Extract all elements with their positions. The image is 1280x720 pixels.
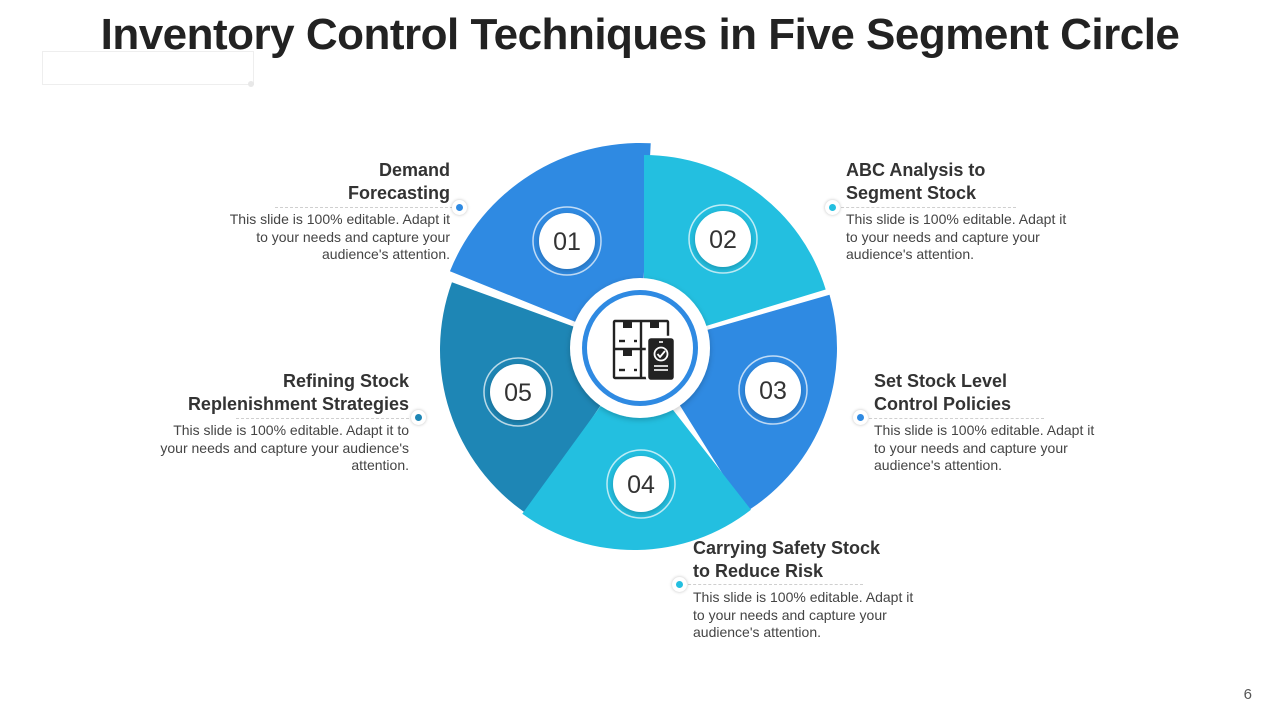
- segment-03-badge: 03: [738, 355, 808, 425]
- segment-05-marker: [411, 410, 426, 425]
- segment-04-text: Carrying Safety Stock to Reduce Risk Thi…: [693, 537, 923, 642]
- segment-01-description: This slide is 100% editable. Adapt it to…: [229, 211, 450, 262]
- segment-03-divider: [864, 418, 1044, 419]
- segment-02-heading: ABC Analysis to Segment Stock: [846, 160, 986, 203]
- segment-01-badge: 01: [532, 206, 602, 276]
- segment-02-number: 02: [709, 226, 737, 254]
- inventory-mobile-check-icon: [612, 319, 677, 383]
- segment-04-number: 04: [627, 471, 655, 499]
- segment-05-badge: 05: [483, 357, 553, 427]
- segment-01-heading: Demand Forecasting: [347, 160, 450, 203]
- segment-05-divider: [236, 418, 414, 419]
- segment-01-divider: [275, 207, 453, 208]
- segment-01-marker: [452, 200, 467, 215]
- empty-text-box: [42, 51, 254, 85]
- segment-04-badge: 04: [606, 449, 676, 519]
- segment-03-description: This slide is 100% editable. Adapt it to…: [874, 422, 1095, 473]
- segment-05-description: This slide is 100% editable. Adapt it to…: [160, 422, 409, 473]
- segment-03-number: 03: [759, 377, 787, 405]
- segment-01-number: 01: [553, 228, 581, 256]
- segment-02-badge: 02: [688, 204, 758, 274]
- segment-02-text: ABC Analysis to Segment Stock This slide…: [846, 159, 1081, 264]
- segment-03-heading: Set Stock Level Control Policies: [874, 371, 1012, 414]
- segment-04-divider: [683, 584, 863, 585]
- segment-02-divider: [836, 207, 1016, 208]
- segment-02-description: This slide is 100% editable. Adapt it to…: [846, 211, 1067, 262]
- segment-04-marker: [672, 577, 687, 592]
- segment-03-text: Set Stock Level Control Policies This sl…: [874, 370, 1109, 475]
- segment-04-description: This slide is 100% editable. Adapt it to…: [693, 589, 914, 640]
- slide-title: Inventory Control Techniques in Five Seg…: [100, 10, 1180, 59]
- segment-02-marker: [825, 200, 840, 215]
- segment-05-text: Refining Stock Replenishment Strategies …: [150, 370, 409, 475]
- segment-01-text: Demand Forecasting This slide is 100% ed…: [215, 159, 450, 264]
- segment-05-number: 05: [504, 379, 532, 407]
- page-number: 6: [1243, 686, 1252, 703]
- segment-04-heading: Carrying Safety Stock to Reduce Risk: [693, 538, 881, 581]
- empty-text-box-dot: [248, 81, 254, 87]
- segment-05-heading: Refining Stock Replenishment Strategies: [187, 371, 409, 414]
- segment-03-marker: [853, 410, 868, 425]
